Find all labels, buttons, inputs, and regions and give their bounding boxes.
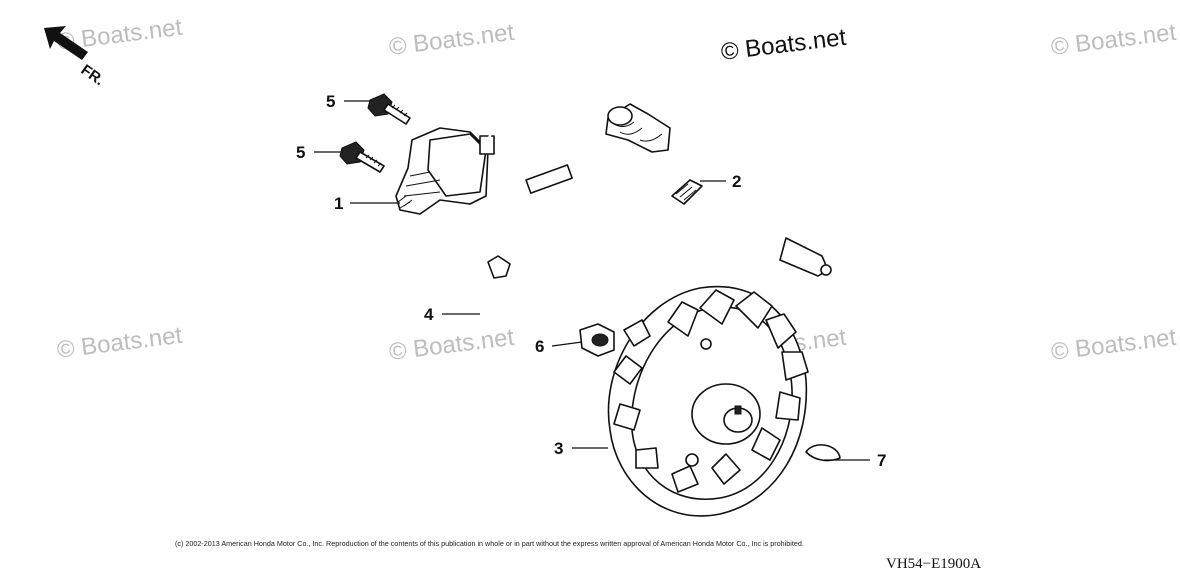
- bolt-lower: [339, 141, 385, 173]
- flywheel: [607, 285, 809, 517]
- direction-label: FR.: [78, 61, 108, 89]
- callouts: 5 5 1 2 4 6 3 7: [296, 92, 886, 470]
- woodruff-key: [805, 444, 841, 462]
- ignition-coil: [395, 127, 495, 215]
- direction-arrow-icon: [44, 26, 88, 60]
- callout-2: 2: [732, 172, 741, 191]
- callout-4: 4: [424, 305, 434, 324]
- watermark: © Boats.net: [387, 324, 515, 366]
- bolt-upper: [367, 93, 411, 125]
- watermarks: © Boats.net © Boats.net © Boats.net © Bo…: [55, 14, 1177, 366]
- watermark: © Boats.net: [1049, 19, 1177, 61]
- callout-7: 7: [877, 451, 886, 470]
- watermark: © Boats.net: [55, 322, 183, 364]
- callout-5: 5: [296, 143, 305, 162]
- watermark: © Boats.net: [719, 24, 847, 66]
- stop-switch-wire: [474, 230, 832, 328]
- flywheel-fins: [613, 289, 809, 493]
- spring-clip: [671, 179, 703, 205]
- spark-plug-wire: [482, 103, 671, 260]
- watermark: © Boats.net: [387, 19, 515, 61]
- watermark: © Boats.net: [1049, 324, 1177, 366]
- copyright-notice: (c) 2002-2013 American Honda Motor Co., …: [175, 539, 804, 548]
- flywheel-nut: [579, 323, 615, 357]
- callout-3: 3: [554, 439, 563, 458]
- callout-5: 5: [326, 92, 335, 111]
- diagram-code: VH54−E1900A: [886, 556, 982, 572]
- callout-6: 6: [535, 337, 544, 356]
- callout-1: 1: [334, 194, 343, 213]
